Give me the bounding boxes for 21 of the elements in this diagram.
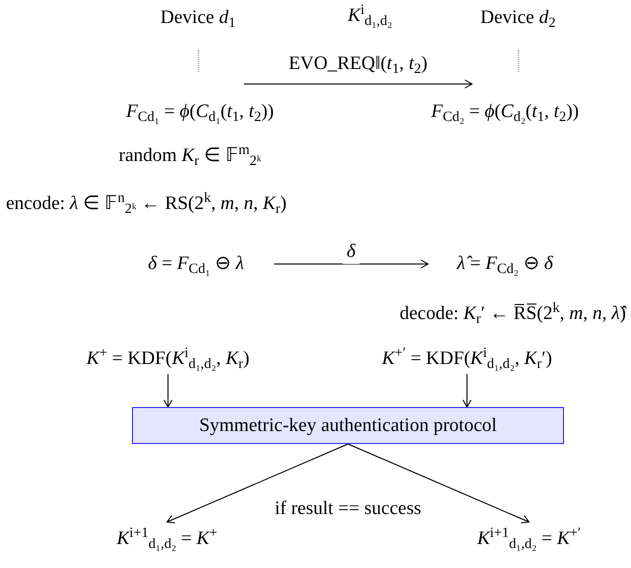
formula: K$^{i+1}$$_{d₁,d₂}$ = K$^{+′}$: [477, 527, 581, 551]
formula: K$^{+′}$ = KDF(K$^{i}$$_{d₁,d₂}$, K$_{r}$′): [382, 347, 552, 371]
arrow: [166, 444, 348, 524]
formula: δ = F$_{Cd₁}$ ⊖ λ: [148, 252, 244, 276]
condition-label: if result == success: [274, 497, 422, 521]
arrow: [348, 444, 530, 524]
formula: K$^{+}$ = KDF(K$^{i}$$_{d₁,d₂}$, K$_{r}$): [86, 347, 250, 371]
arrow: [164, 374, 172, 408]
formula: λ̂ = F$_{Cd₂}$ ⊖ δ: [456, 252, 553, 276]
formula: decode: K$_{r}$′ ← R̅S̅(2$^{k}$, m, n, λ̂): [398, 302, 626, 326]
process-box: [132, 407, 564, 444]
formula: F$_{Cd₂}$ = ϕ(C$_{d₂}$(t$_{1}$, t$_{2}$)): [430, 100, 580, 124]
box-label: Symmetric-key authentication protocol: [199, 414, 497, 438]
arrow: [244, 80, 472, 88]
formula: F$_{Cd₁}$ = ϕ(C$_{d₁}$(t$_{1}$, t$_{2}$)): [125, 100, 275, 124]
arrow: [274, 260, 428, 268]
device-label: Device d$_{1}$: [160, 6, 236, 30]
device-label: Device d$_{2}$: [480, 6, 556, 30]
formula: K$^{i+1}$$_{d₁,d₂}$ = K$^{+}$: [116, 527, 218, 551]
arrow: [462, 374, 472, 408]
formula: encode: λ ∈ 𝔽$^{n}$$_{2ᵏ}$ ← RS(2$^{k}$, m, n, K$_{r}$): [6, 192, 288, 216]
